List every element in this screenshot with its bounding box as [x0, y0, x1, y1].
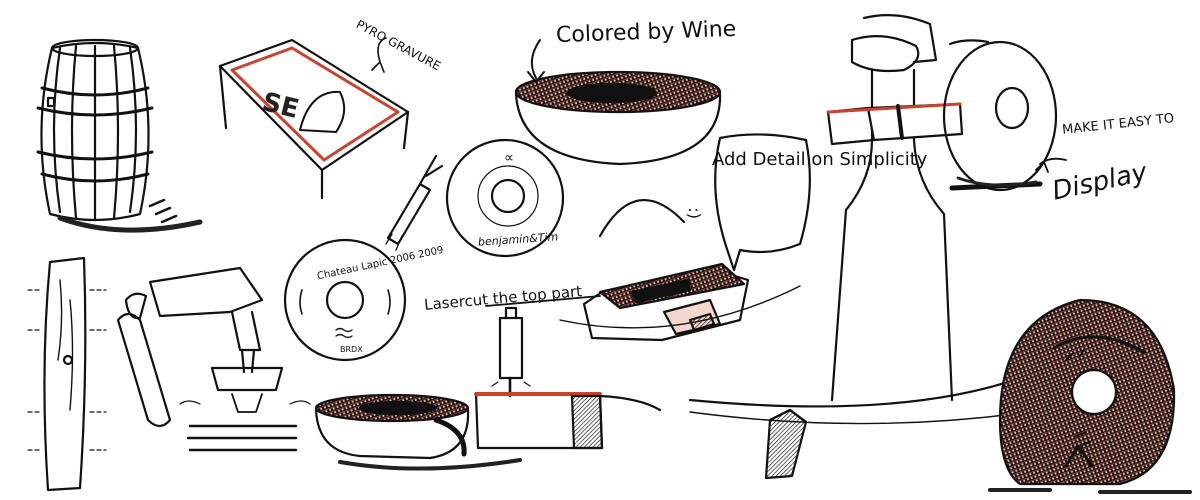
drill-sketch [116, 266, 311, 452]
alpha-mark: ∝ [504, 150, 515, 166]
pyro-pen-sketch [385, 154, 444, 251]
signature-disc-sketch [445, 138, 565, 258]
add-detail-note: Add Detail on Simplicity [712, 149, 928, 170]
plank-sketch [27, 256, 107, 492]
brdx-label: BRDX [340, 345, 363, 354]
colored-bowl-sketch [514, 39, 722, 166]
bottle-wheel-sketch [942, 39, 1067, 192]
laser-tool-sketch [491, 306, 531, 398]
middle-block-sketch [485, 199, 801, 342]
engraved-box-sketch [218, 37, 410, 200]
speech-bubble [714, 133, 811, 272]
bottom-ring-sketch [314, 393, 522, 471]
engraved-disc-sketch [283, 238, 407, 362]
smiley-mark: :) [685, 207, 705, 220]
bottom-block-sketch [474, 392, 662, 450]
large-disc-sketch [988, 298, 1192, 494]
barrel-sketch [36, 38, 203, 233]
